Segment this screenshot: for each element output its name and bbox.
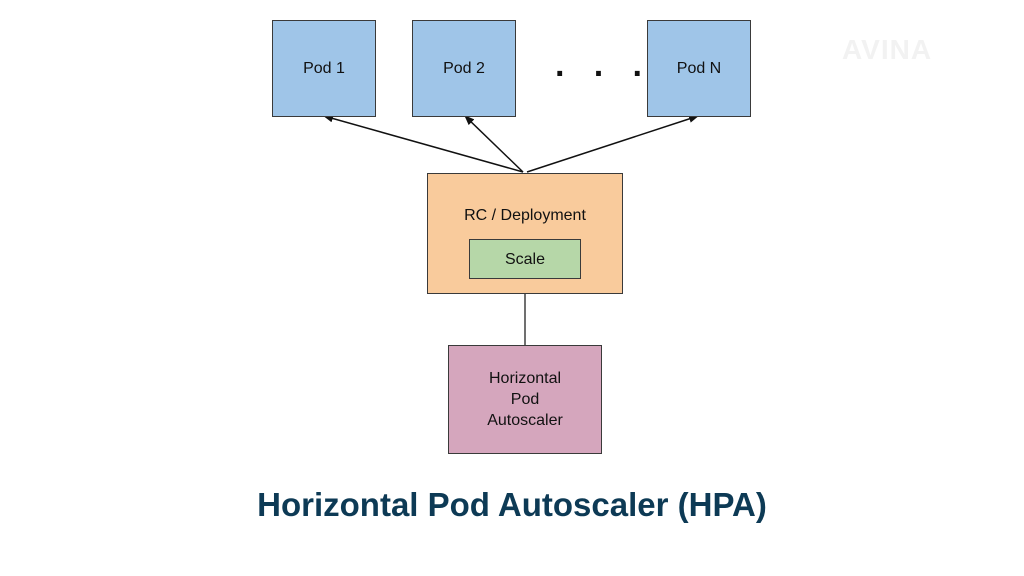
pod-2-label: Pod 2 bbox=[443, 60, 485, 77]
autoscaler-box: Horizontal Pod Autoscaler bbox=[448, 345, 602, 454]
pod-1-box: Pod 1 bbox=[272, 20, 376, 117]
arrow-to-pod1 bbox=[323, 114, 524, 173]
arrow-to-podn bbox=[526, 114, 699, 173]
autoscaler-label-line-3: Autoscaler bbox=[487, 412, 563, 429]
scale-label: Scale bbox=[504, 250, 546, 268]
scale-box: Scale bbox=[469, 239, 581, 279]
arrow-to-pod2 bbox=[464, 115, 524, 173]
autoscaler-label: Horizontal Pod Autoscaler bbox=[487, 368, 563, 431]
watermark: AVINA bbox=[842, 34, 933, 65]
autoscaler-label-line-2: Pod bbox=[510, 391, 540, 408]
rc-deployment-label: RC / Deployment bbox=[464, 207, 586, 224]
pod-n-label: Pod N bbox=[676, 60, 722, 77]
slide-title: Horizontal Pod Autoscaler (HPA) bbox=[257, 486, 767, 523]
pod-n-box: Pod N bbox=[647, 20, 751, 117]
ellipsis: · · · bbox=[555, 55, 653, 93]
pod-1-label: Pod 1 bbox=[303, 60, 345, 77]
autoscaler-label-line-1: Horizontal bbox=[488, 370, 562, 387]
pod-2-box: Pod 2 bbox=[412, 20, 516, 117]
